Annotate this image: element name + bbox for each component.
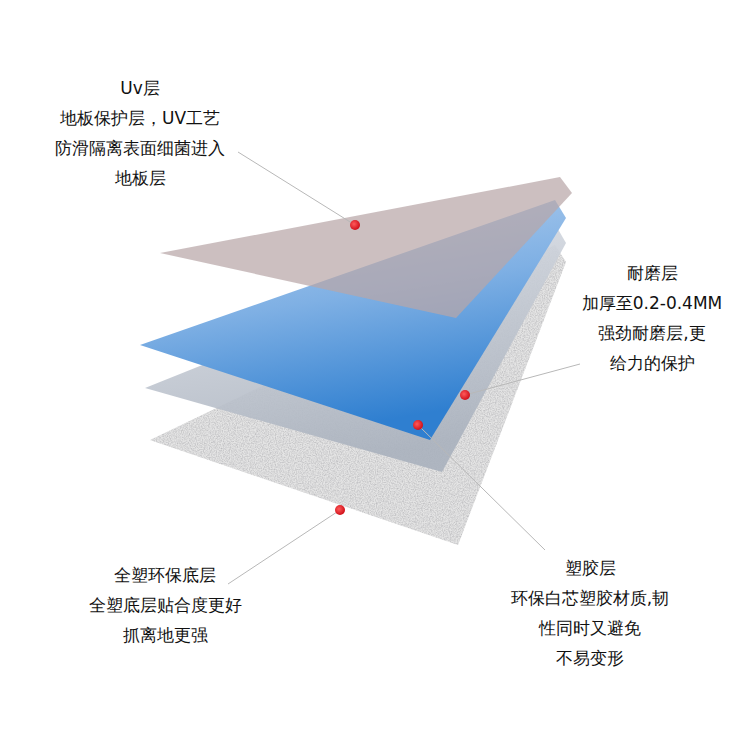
- callout-dot: [413, 420, 423, 430]
- layer-name: Uv层: [120, 73, 160, 103]
- layer-description: 加厚至0.2-0.4MM 强劲耐磨层,更 给力的保护: [569, 288, 735, 378]
- callout-dot: [350, 220, 360, 230]
- leader-line: [418, 425, 545, 550]
- uv-layer: [160, 177, 572, 318]
- layer-name: 全塑环保底层: [114, 560, 216, 590]
- leader-line: [228, 510, 340, 584]
- leader-line: [238, 152, 355, 225]
- layer-name: 耐磨层: [627, 258, 678, 288]
- layer-name: 塑胶层: [565, 553, 616, 583]
- leader-line: [465, 364, 580, 395]
- layer-description: 环保白芯塑胶材质,韧 性同时又避免 不易变形: [507, 583, 673, 673]
- layer-description: 地板保护层，UV工艺 防滑隔离表面细菌进入 地板层: [49, 103, 231, 193]
- callout-dot: [460, 390, 470, 400]
- layer-description: 全塑底层贴合度更好 抓离地更强: [82, 590, 248, 650]
- callout-dot: [335, 505, 345, 515]
